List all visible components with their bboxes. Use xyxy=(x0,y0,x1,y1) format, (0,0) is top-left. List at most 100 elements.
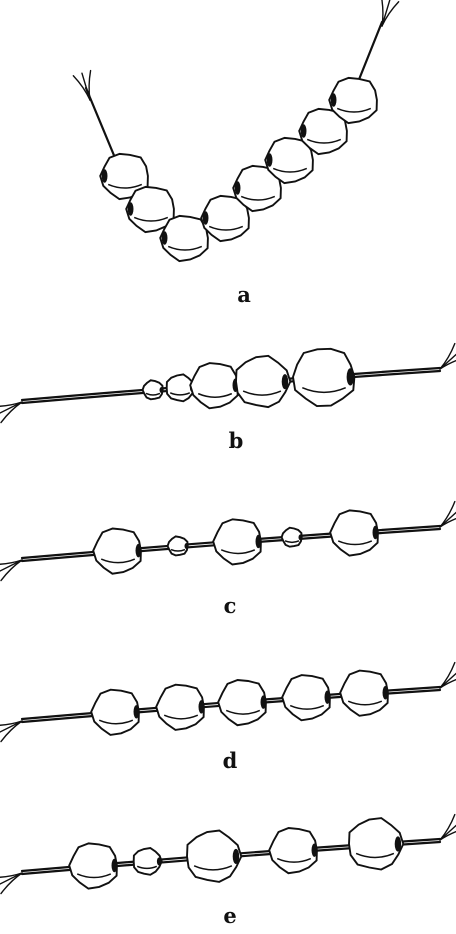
strand-a xyxy=(72,0,400,263)
strand-d-bead-1-outline xyxy=(90,688,140,736)
strand-c-bead-3 xyxy=(212,518,262,566)
strand-e-left-end-fibre-3 xyxy=(0,872,23,878)
strand-c-bead-3-outline xyxy=(212,518,262,566)
strand-b-bead-3-shading xyxy=(197,392,233,398)
strand-c-bead-4-shading xyxy=(284,540,300,544)
caption-a: a xyxy=(237,282,251,307)
strand-d-bead-4-shading xyxy=(289,704,325,710)
strand-a-right-end-fibre-3 xyxy=(381,1,400,27)
strand-a-bead-7-shading xyxy=(306,138,342,144)
strand-b-bead-4-outline xyxy=(235,354,292,409)
strand-a-bead-6-shading xyxy=(272,167,308,173)
strand-a-bead-3-hole xyxy=(161,231,168,245)
strand-a-bead-8-shading xyxy=(336,107,372,113)
strand-c-right-end-fibre-2 xyxy=(439,511,456,528)
strand-b-right-end-fibre-3 xyxy=(439,359,456,370)
strand-e-bead-2 xyxy=(132,847,163,876)
strand-b-bead-3-outline xyxy=(189,362,239,410)
strand-c-bead-4 xyxy=(280,526,303,548)
strand-c-bead-2-hole xyxy=(184,543,189,550)
strand-a-bead-6-hole xyxy=(266,153,273,167)
strand-b-bead-5 xyxy=(292,347,356,408)
strand-e-bead-2-hole xyxy=(156,857,161,866)
strand-a-bead-2 xyxy=(125,185,175,234)
strand-b-left-end-fibre-2 xyxy=(0,401,23,414)
strand-d-bead-3-outline xyxy=(217,679,267,727)
strand-b-left-end-fibre-3 xyxy=(0,401,23,407)
strand-e-bead-3 xyxy=(186,829,243,883)
strand-d-right-end-fibre-3 xyxy=(439,678,456,689)
strand-b xyxy=(0,342,456,424)
strand-d-bead-3-shading xyxy=(225,709,261,715)
strand-b-bead-2-shading xyxy=(169,392,191,396)
strand-d-bead-3-hole xyxy=(260,695,267,709)
strand-d-bead-5 xyxy=(339,669,389,717)
strand-c-bead-1-shading xyxy=(100,558,136,564)
strand-a-cord-right xyxy=(356,20,384,84)
strand-a-bead-7-hole xyxy=(300,124,307,138)
strand-b-bead-5-shading xyxy=(302,387,346,394)
strand-a-bead-5-hole xyxy=(234,181,241,195)
strand-c-right-end-fibre-3 xyxy=(439,517,456,528)
strand-c-left-end-fibre-2 xyxy=(0,559,23,572)
strand-e-bead-5-outline xyxy=(348,817,405,871)
strand-a-bead-4 xyxy=(200,194,250,243)
strand-a-bead-3-shading xyxy=(167,245,203,251)
strand-e-left-end-fibre-2 xyxy=(0,872,23,885)
strand-c-bead-5-hole xyxy=(372,525,379,540)
strand-c-bead-2 xyxy=(166,535,189,557)
strand-a-bead-1-hole xyxy=(101,169,108,183)
strand-d-left-end-fibre-2 xyxy=(0,720,23,733)
strand-c-left-end-fibre-3 xyxy=(0,559,23,565)
strand-d-bead-5-hole xyxy=(382,686,389,700)
strand-c-bead-1 xyxy=(92,527,142,575)
caption-d: d xyxy=(222,748,238,773)
strand-d-bead-1-shading xyxy=(98,719,134,725)
strand-e-bead-1-outline xyxy=(68,842,118,890)
strand-d-bead-2-hole xyxy=(198,700,205,714)
strand-d xyxy=(0,661,456,743)
strand-d-right-end-fibre-2 xyxy=(439,672,456,689)
strand-d-bead-5-outline xyxy=(339,669,389,717)
strand-e-bead-5-shading xyxy=(355,852,395,859)
strand-e-bead-4-hole xyxy=(311,843,318,857)
strand-c-bead-3-shading xyxy=(220,549,256,555)
strand-b-bead-1 xyxy=(141,379,164,401)
strand-d-bead-4-outline xyxy=(281,674,331,722)
strand-d-bead-4 xyxy=(281,674,331,722)
strand-a-left-end-fibre-3 xyxy=(88,69,92,101)
strand-d-bead-3 xyxy=(217,679,267,727)
strand-d-bead-1-hole xyxy=(133,705,140,719)
strand-e-bead-5-hole xyxy=(394,836,402,852)
caption-b: b xyxy=(228,428,244,453)
strand-c-bead-5-shading xyxy=(337,540,373,546)
strand-e-bead-3-outline xyxy=(186,829,243,883)
strand-c xyxy=(0,500,456,582)
strand-e-bead-3-shading xyxy=(193,865,233,871)
strand-a-cord-left xyxy=(84,86,120,167)
strand-e-right-end-fibre-2 xyxy=(439,824,456,841)
strand-d-bead-2-outline xyxy=(155,683,205,731)
strand-c-bead-5 xyxy=(329,509,379,557)
strand-e-bead-5 xyxy=(348,817,405,871)
strand-c-bead-2-shading xyxy=(170,548,186,552)
strand-b-bead-4-shading xyxy=(242,390,282,396)
strand-a-left-end-fibre-1 xyxy=(72,75,91,101)
strand-e-bead-4 xyxy=(268,827,318,875)
strand-a-bead-8-outline xyxy=(328,76,378,125)
strand-b-bead-4 xyxy=(235,354,292,409)
strand-b-bead-1-hole xyxy=(159,386,164,393)
strand-e-bead-1-hole xyxy=(111,858,118,873)
strand-e-bead-4-shading xyxy=(276,857,312,863)
strand-b-bead-1-shading xyxy=(145,392,161,396)
strand-d-bead-5-shading xyxy=(347,700,383,706)
strand-d-bead-4-hole xyxy=(324,690,331,704)
strand-b-bead-5-hole xyxy=(346,368,355,386)
strand-a-bead-2-hole xyxy=(127,202,134,216)
strand-d-bead-1 xyxy=(90,688,140,736)
strand-a-bead-2-outline xyxy=(125,185,175,234)
strand-e-bead-2-shading xyxy=(136,865,158,870)
strand-a-bead-1-shading xyxy=(107,183,143,189)
